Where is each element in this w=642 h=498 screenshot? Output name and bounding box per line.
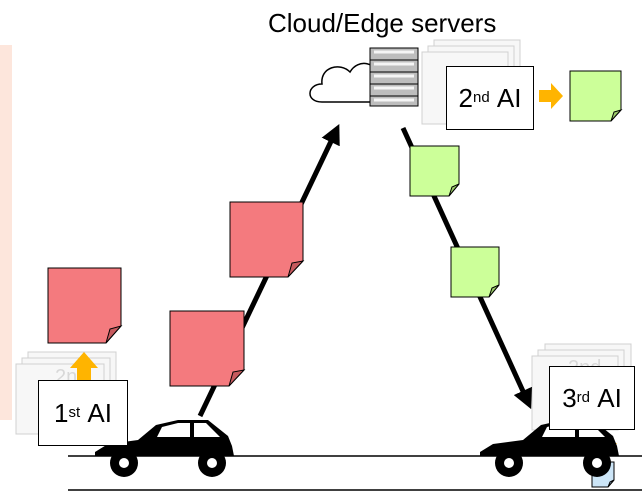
second-ai-ordinal: 2 — [458, 82, 473, 113]
orange-arrow-server — [539, 83, 563, 109]
third-ai-ordinal: 3 — [562, 382, 577, 413]
green-note-upper — [409, 145, 460, 197]
first-ai-text: AI — [87, 397, 112, 428]
car-left-icon — [95, 420, 234, 477]
cloud-edge-title: Cloud/Edge servers — [268, 8, 497, 38]
red-note-upper — [229, 201, 305, 278]
red-note-left — [47, 267, 123, 344]
first-ai-ordinal: 1 — [54, 397, 69, 428]
server-icon — [369, 47, 419, 107]
green-note-lower — [450, 246, 500, 298]
second-ai-text: AI — [496, 82, 522, 113]
third-ai-text: AI — [597, 382, 622, 413]
green-note-server — [569, 70, 623, 122]
orange-arrow-left — [70, 352, 98, 380]
red-note-lower — [169, 310, 246, 387]
side-panel — [0, 45, 12, 420]
